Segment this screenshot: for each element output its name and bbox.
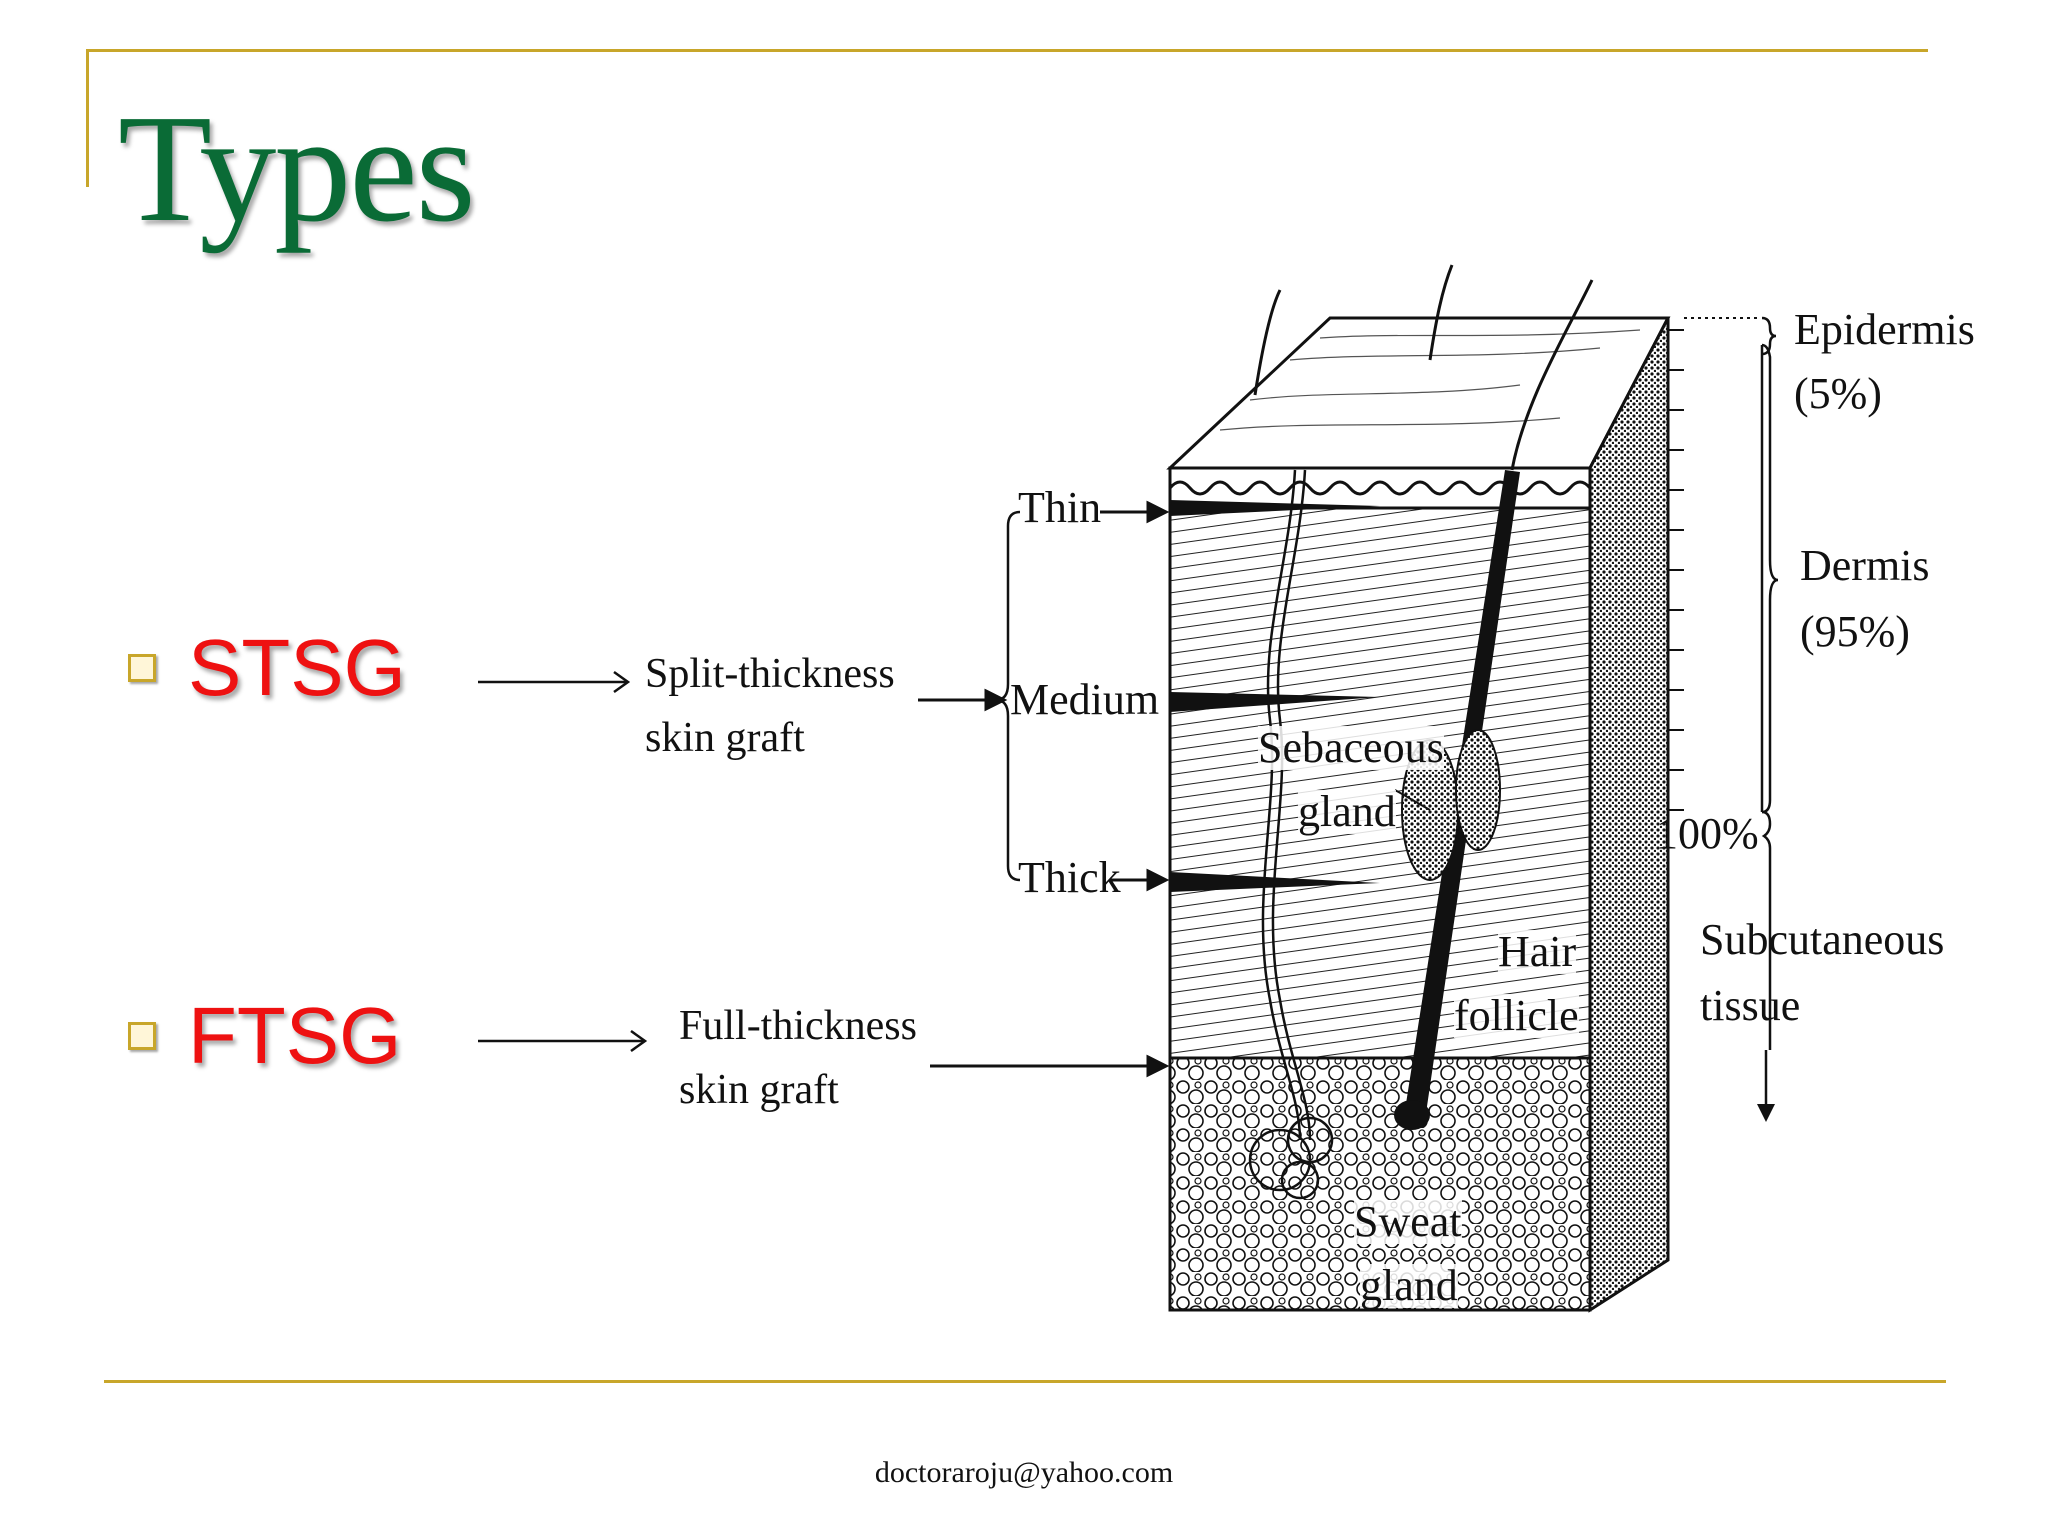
label-thin: Thin xyxy=(1018,483,1102,532)
bullet-stsg: STSG xyxy=(128,628,406,708)
slide-title: Types xyxy=(118,84,476,254)
bullet-square-icon xyxy=(128,654,156,682)
label-sweat-gland: gland xyxy=(1360,1261,1458,1310)
label-dermis-pct: (95%) xyxy=(1800,607,1910,656)
label-medium: Medium xyxy=(1010,675,1160,724)
stsg-arrow-head xyxy=(613,670,631,694)
split-thickness-line1: Split-thickness xyxy=(645,651,895,697)
label-dermis: Dermis xyxy=(1800,541,1930,590)
epidermis-brace xyxy=(1761,316,1777,356)
full-thickness-line2: skin graft xyxy=(679,1067,839,1113)
label-hair: Hair xyxy=(1498,927,1577,976)
label-total-pct: 100% xyxy=(1656,809,1759,858)
sweat-duct xyxy=(1261,469,1302,1141)
split-thickness-line2: skin graft xyxy=(645,715,805,761)
label-epidermis: Epidermis xyxy=(1794,305,1975,354)
label-sebaceous: Sebaceous xyxy=(1258,723,1444,772)
dermis-brace xyxy=(1761,343,1779,814)
depth-brace xyxy=(995,510,1021,882)
label-subcutaneous: Subcutaneous xyxy=(1700,915,1945,964)
split-thickness-label: Split-thickness skin graft xyxy=(645,642,895,770)
sweat-gland-coil xyxy=(1248,1128,1312,1192)
hair-strand xyxy=(1253,289,1282,396)
hair-strand xyxy=(1428,264,1454,361)
label-subcutaneous-2: tissue xyxy=(1700,981,1801,1030)
label-follicle: follicle xyxy=(1454,991,1579,1040)
left-frame-line xyxy=(86,49,89,187)
top-frame-line xyxy=(86,49,1928,52)
ftsg-arrow-head xyxy=(630,1029,648,1053)
label-thick: Thick xyxy=(1018,853,1121,902)
bullet-label: STSG xyxy=(188,623,406,712)
label-epidermis-pct: (5%) xyxy=(1794,369,1882,418)
label-sebaceous-2: gland xyxy=(1298,787,1396,836)
total-brace xyxy=(1761,810,1772,1050)
bullet-label: FTSG xyxy=(188,991,402,1080)
bottom-frame-line xyxy=(104,1380,1946,1383)
full-thickness-label: Full-thickness skin graft xyxy=(679,994,917,1122)
footer-email: doctoraroju@yahoo.com xyxy=(874,1456,1174,1489)
label-sweat: Sweat xyxy=(1354,1197,1462,1246)
sebaceous-gland xyxy=(1455,729,1501,851)
bullet-square-icon xyxy=(128,1022,156,1050)
full-thickness-line1: Full-thickness xyxy=(679,1003,917,1049)
thin-cut xyxy=(1170,500,1380,516)
hair-strand xyxy=(1510,279,1594,471)
sweat-duct xyxy=(1271,469,1312,1141)
medium-cut xyxy=(1170,692,1380,712)
bullet-ftsg: FTSG xyxy=(128,996,401,1076)
